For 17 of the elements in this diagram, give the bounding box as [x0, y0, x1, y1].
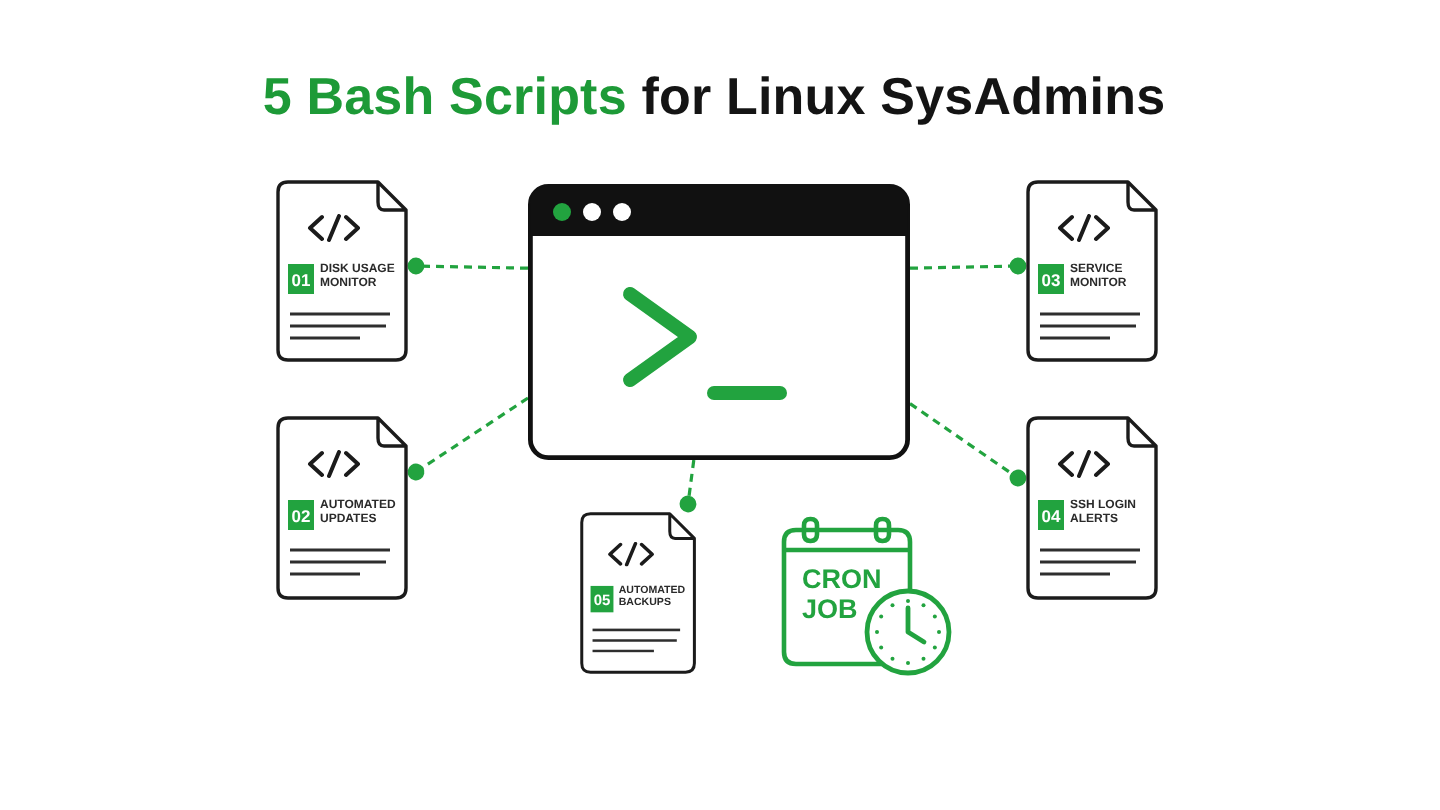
number-badge: 03: [1038, 264, 1064, 294]
number-badge: 04: [1038, 500, 1064, 530]
script-document: [276, 416, 408, 600]
number-badge: 01: [288, 264, 314, 294]
script-document: [580, 512, 697, 674]
dashed-connector: [909, 402, 1027, 487]
calendar: [780, 516, 954, 676]
script-document: [1026, 416, 1158, 600]
dashed-connector: [407, 396, 529, 481]
number-badge: 02: [288, 500, 314, 530]
script-document: [1026, 180, 1158, 362]
calendar-label: CRON JOB: [802, 566, 884, 624]
dashed-connector: [407, 257, 529, 275]
script-document: [276, 180, 408, 362]
dashed-connector: [679, 459, 697, 513]
dashed-connector: [909, 257, 1027, 275]
title: 5 Bash Scripts for Linux SysAdmins: [262, 68, 1166, 126]
